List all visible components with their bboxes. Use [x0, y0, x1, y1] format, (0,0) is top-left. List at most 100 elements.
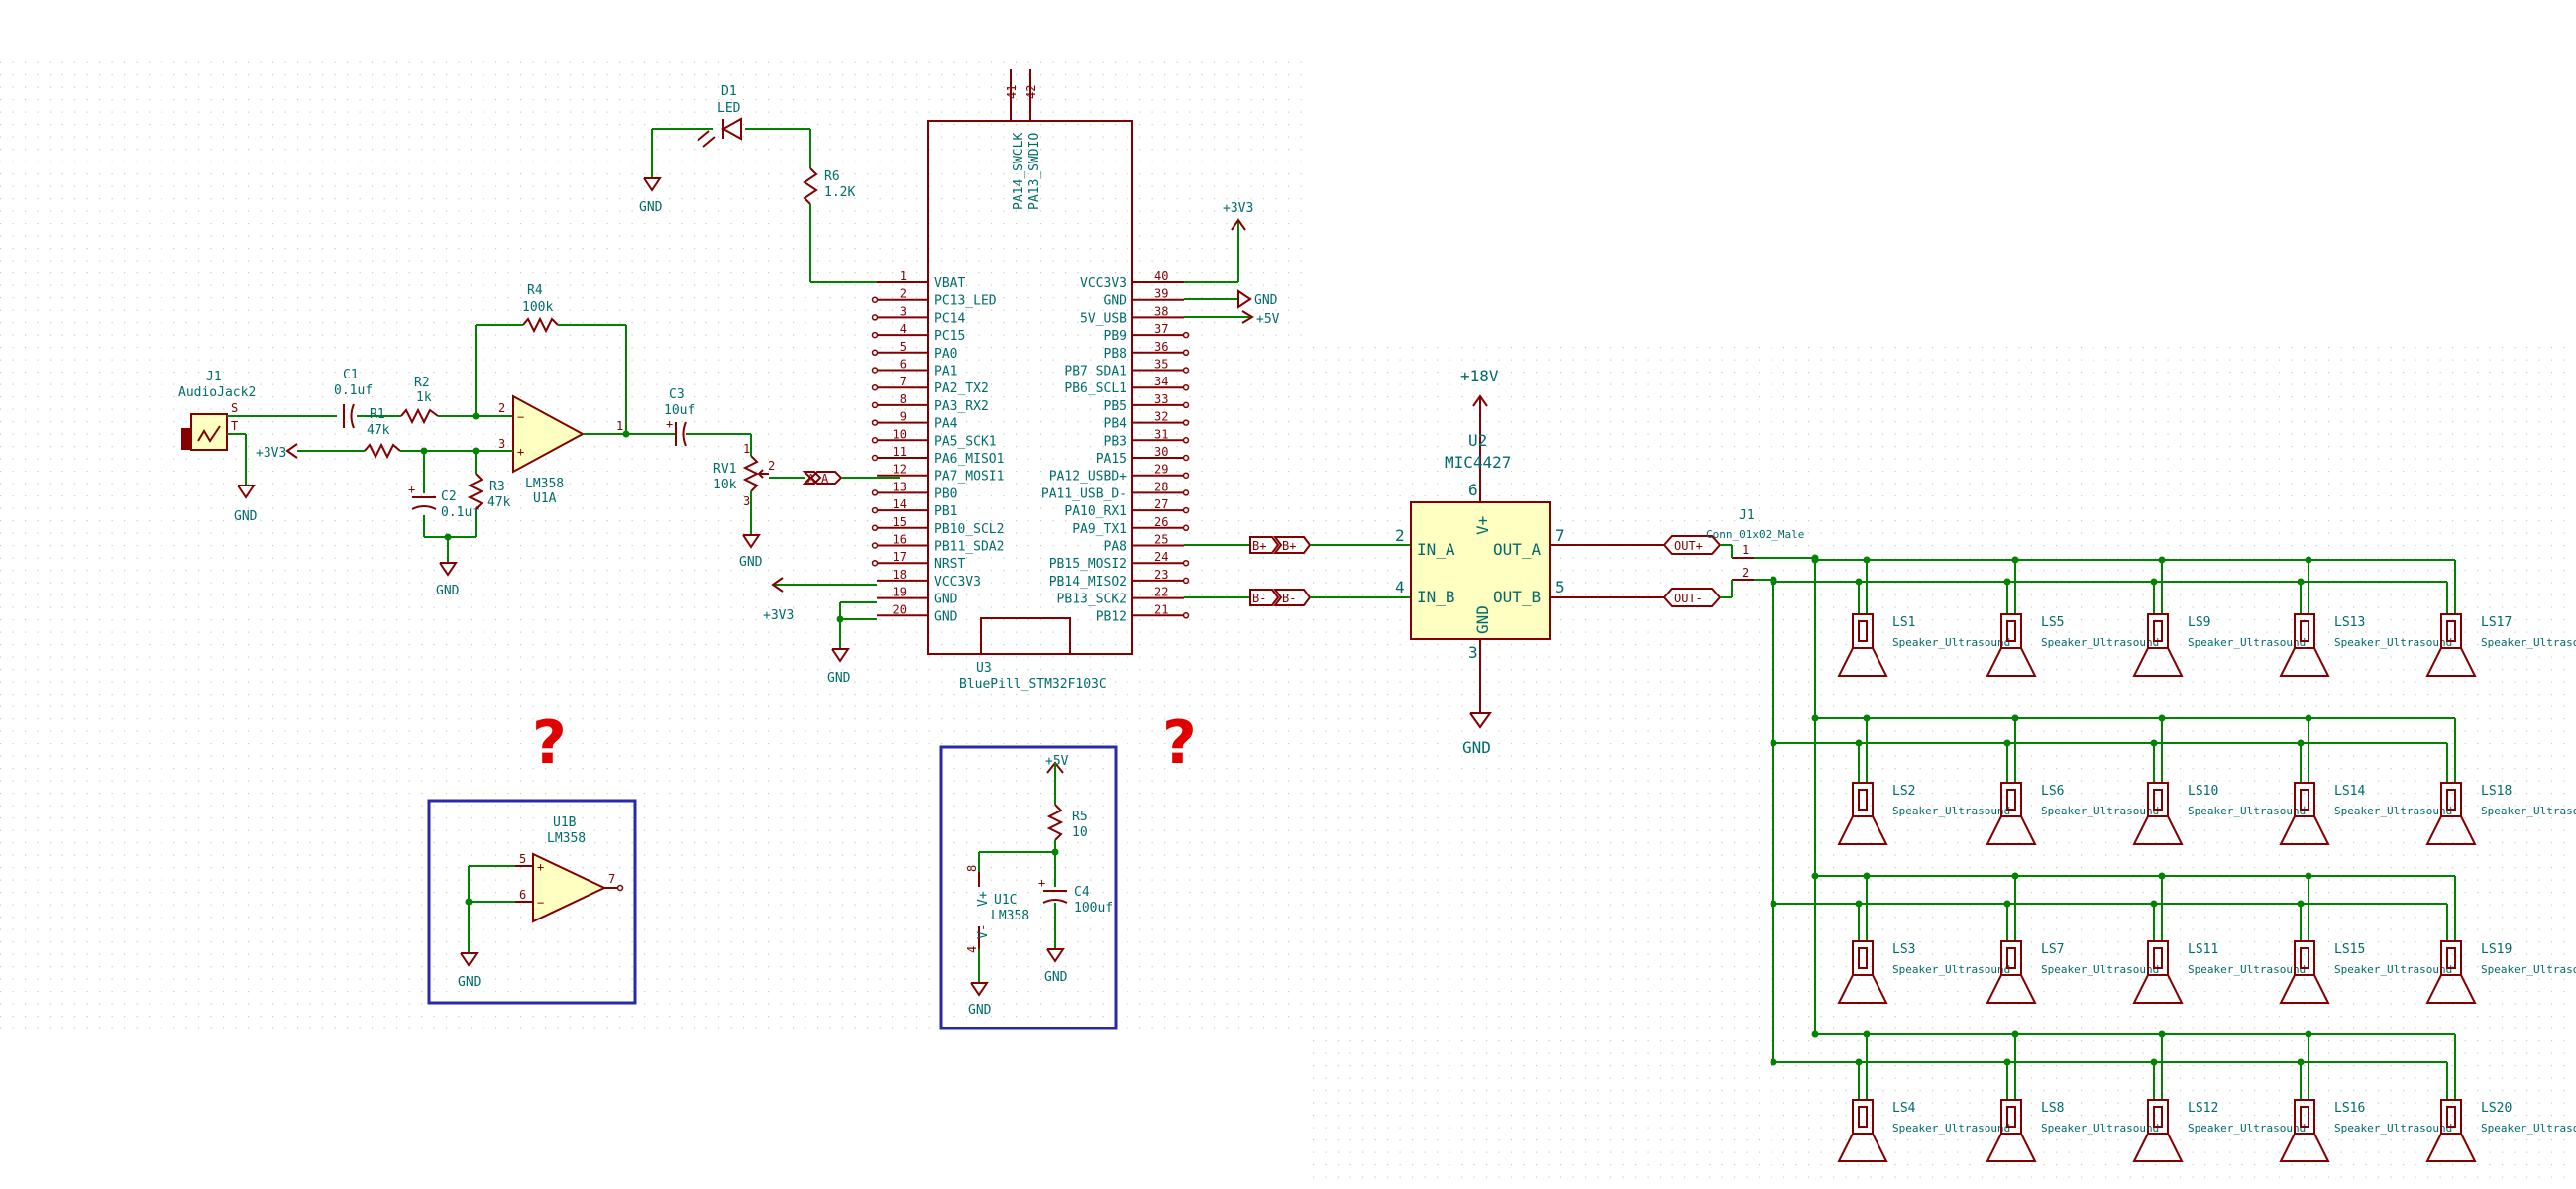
- j1-audio-jack[interactable]: J1 AudioJack2 S T: [178, 370, 256, 486]
- d1-ref: D1: [721, 84, 737, 99]
- u1b-box[interactable]: GND + − 5 6 7 U1B LM358: [427, 799, 637, 1005]
- rv1-potentiometer[interactable]: 1 2 3 RV1 10k GND: [713, 434, 805, 570]
- c2-capacitor[interactable]: + C2 0.1uf: [408, 483, 480, 520]
- u3-pin-name: PA5_SCK1: [934, 434, 997, 449]
- speaker-ref: LS14: [2334, 784, 2365, 799]
- speaker-ref: LS7: [2041, 942, 2064, 957]
- label-bp-2: B+: [1282, 539, 1296, 553]
- u2-mic4427[interactable]: +18V GND IN_A IN_B OUT_A OUT_B V+ GND 2 …: [1395, 367, 1664, 757]
- u1b-value: LM358: [547, 831, 586, 846]
- u2-ref: U2: [1468, 431, 1487, 450]
- d1-value: LED: [717, 101, 741, 116]
- c3-capacitor[interactable]: + C3 10uf: [664, 387, 751, 447]
- u1a-plus: +: [517, 445, 524, 459]
- speaker-value: Speaker_Ultrasound: [2334, 963, 2452, 976]
- u3-pin-name: PA8: [1104, 540, 1127, 555]
- u1c-box[interactable]: +5V GND GND + R5 10 C4 100uf 8 4 V+ V- U…: [939, 745, 1118, 1030]
- u3-pin-num: 1: [900, 270, 907, 283]
- u2-n2: 2: [1395, 526, 1405, 545]
- speaker-ref: LS13: [2334, 615, 2365, 630]
- speaker-value: Speaker_Ultrasound: [1892, 963, 2010, 976]
- u3-pin-num: 29: [1154, 463, 1168, 477]
- u3-pin-num: 4: [900, 322, 907, 336]
- r3-ref: R3: [489, 480, 505, 494]
- u3-pin-name: PB8: [1104, 347, 1127, 362]
- u3-pin-name-41: PA14_SWCLK: [1012, 133, 1026, 210]
- bias-network: +3V3: [256, 443, 480, 563]
- u3-pin-num: 2: [900, 287, 907, 301]
- speaker-ref: LS10: [2188, 784, 2218, 799]
- u2-n5: 5: [1556, 578, 1565, 596]
- u1a-opamp[interactable]: − + 2 3 1 LM358 U1A: [476, 394, 674, 506]
- r4-resistor[interactable]: R4 100k: [475, 283, 627, 434]
- r1-resistor[interactable]: R1 47k: [364, 407, 401, 460]
- d1-led[interactable]: D1 LED: [651, 84, 811, 178]
- c1-capacitor[interactable]: C1 0.1uf: [334, 368, 373, 429]
- speaker-ref: LS16: [2334, 1101, 2365, 1116]
- j1-value: AudioJack2: [178, 385, 256, 400]
- u3-pin-42: 42: [1024, 85, 1038, 99]
- u3-power-left: +3V3 GND: [763, 577, 877, 686]
- u3-pin-num: 6: [900, 358, 907, 372]
- u3-pin-name: NRST: [934, 557, 965, 572]
- r2-resistor[interactable]: R2 1k: [400, 376, 439, 425]
- speaker-value: Speaker_Ultrasound: [2041, 1122, 2159, 1135]
- u3-pin-name: PB6_SCL1: [1064, 381, 1127, 396]
- speaker-value: Speaker_Ultrasound: [1892, 805, 2010, 817]
- u3-pin-num: 18: [893, 568, 907, 582]
- speaker-value: Speaker_Ultrasound: [1892, 636, 2010, 649]
- r3-resistor[interactable]: R3 47k: [467, 473, 511, 510]
- u1b-minus: −: [537, 896, 544, 910]
- u3-pin-num: 35: [1154, 358, 1168, 372]
- u2-n6: 6: [1468, 481, 1478, 499]
- u3-pin-name: PB14_MISO2: [1049, 575, 1127, 590]
- u3-pin-name: PB1: [934, 504, 957, 519]
- input-path: [246, 412, 513, 420]
- u3-pin-name: PA6_MISO1: [934, 452, 1004, 467]
- u3-pin-num: 25: [1154, 533, 1168, 547]
- u3-pin-name: PA0: [934, 347, 957, 362]
- u3-pin-num: 9: [900, 410, 907, 424]
- gnd-bias: GND: [436, 562, 460, 598]
- conn-j1[interactable]: J1 Conn_01x02_Male 1 2: [1706, 508, 1804, 597]
- rv1-pin-2: 2: [768, 459, 775, 473]
- gnd-rv1: GND: [739, 555, 763, 570]
- gnd-u2: GND: [1462, 738, 1491, 757]
